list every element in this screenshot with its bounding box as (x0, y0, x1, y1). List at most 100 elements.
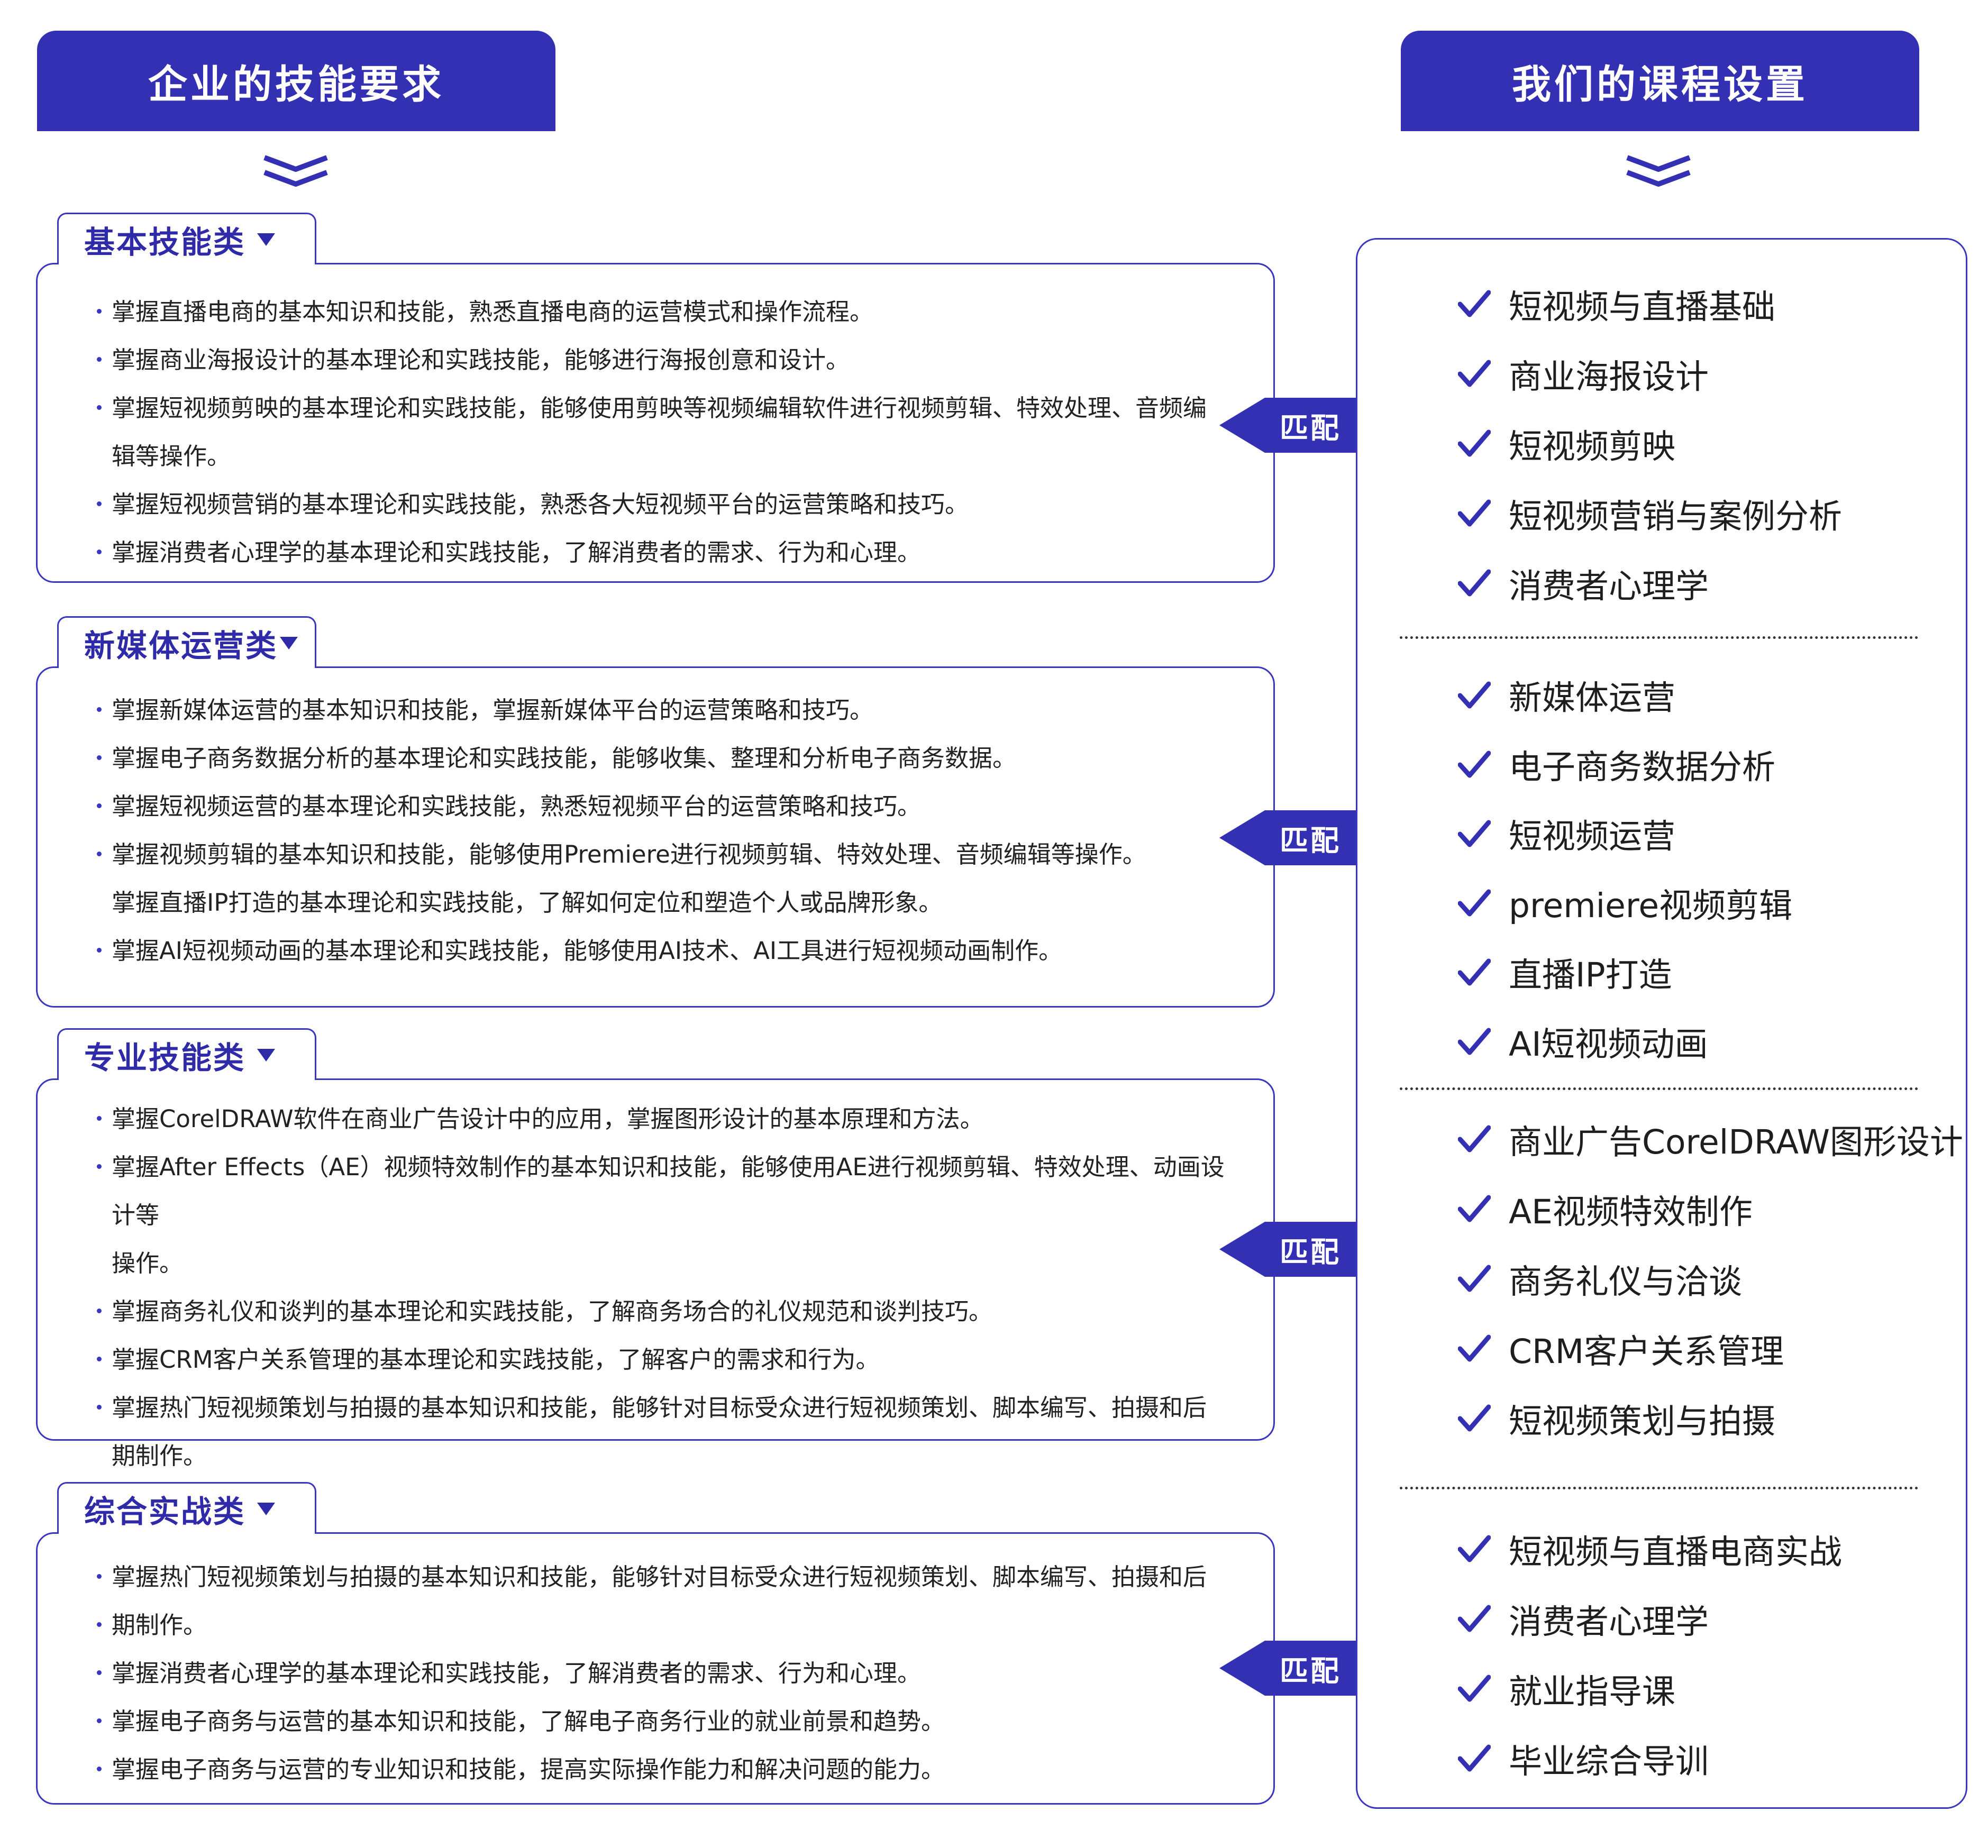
arrow-left-icon (1219, 1641, 1265, 1696)
course-item: AE视频特效制作 (1357, 1174, 1966, 1244)
course-item: 商业广告CorelDRAW图形设计 (1357, 1104, 1966, 1174)
list-item: 掌握CRM客户关系管理的基本理论和实践技能，了解客户的需求和行为。 (75, 1335, 1226, 1384)
check-icon (1458, 751, 1491, 778)
section-box-new-media: 掌握新媒体运营的基本知识和技能，掌握新媒体平台的运营策略和技巧。 掌握电子商务数… (36, 666, 1275, 1008)
list-item: 掌握短视频剪映的基本理论和实践技能，能够使用剪映等视频编辑软件进行视频剪辑、特效… (75, 384, 1226, 432)
course-group-comprehensive: 短视频与直播电商实战 消费者心理学 就业指导课 毕业综合导训 (1357, 1514, 1966, 1794)
list-item: 掌握AI短视频动画的基本理论和实践技能，能够使用AI技术、AI工具进行短视频动画… (75, 927, 1226, 975)
list-item: 期制作。 (112, 1442, 207, 1470)
dotted-divider (1400, 1087, 1918, 1090)
course-item: 毕业综合导训 (1357, 1724, 1966, 1794)
course-item: 就业指导课 (1357, 1654, 1966, 1724)
match-label: 匹配 (1265, 398, 1356, 453)
list-item: 辑等操作。 (112, 442, 231, 470)
course-item: AI短视频动画 (1357, 1007, 1966, 1076)
check-icon (1458, 1605, 1491, 1632)
list-item: 掌握热门短视频策划与拍摄的基本知识和技能，能够针对目标受众进行短视频策划、脚本编… (75, 1384, 1226, 1432)
header-right: 我们的课程设置 (1401, 31, 1919, 131)
check-icon (1458, 499, 1491, 527)
section-tab-comprehensive: 综合实战类 (57, 1482, 316, 1534)
list-item: 掌握电子商务数据分析的基本理论和实践技能，能够收集、整理和分析电子商务数据。 (75, 734, 1226, 782)
course-group-basic: 短视频与直播基础 商业海报设计 短视频剪映 短视频营销与案例分析 消费者心理学 (1357, 269, 1966, 618)
check-icon (1458, 569, 1491, 597)
list-item: 操作。 (112, 1249, 184, 1277)
list-item: 掌握直播IP打造的基本理论和实践技能，了解如何定位和塑造个人或品牌形象。 (112, 889, 943, 917)
section-tab-basic: 基本技能类 (57, 213, 316, 264)
check-icon (1458, 1535, 1491, 1562)
check-icon (1458, 1404, 1491, 1432)
section-box-basic: 掌握直播电商的基本知识和技能，熟悉直播电商的运营模式和操作流程。 掌握商业海报设… (36, 263, 1275, 583)
section-title: 新媒体运营类 (84, 627, 278, 664)
dotted-divider (1400, 636, 1918, 639)
triangle-down-icon (257, 1502, 276, 1515)
match-label: 匹配 (1265, 1641, 1356, 1696)
list-item: 掌握短视频运营的基本理论和实践技能，熟悉短视频平台的运营策略和技巧。 (75, 782, 1226, 830)
list-item: 掌握商务礼仪和谈判的基本理论和实践技能，了解商务场合的礼仪规范和谈判技巧。 (75, 1287, 1226, 1335)
list-item: 掌握消费者心理学的基本理论和实践技能，了解消费者的需求、行为和心理。 (75, 1649, 1226, 1697)
course-group-professional: 商业广告CorelDRAW图形设计 AE视频特效制作 商务礼仪与洽谈 CRM客户… (1357, 1104, 1966, 1453)
course-item: 电子商务数据分析 (1357, 730, 1966, 799)
course-item: 短视频策划与拍摄 (1357, 1384, 1966, 1453)
list-item: 掌握热门短视频策划与拍摄的基本知识和技能，能够针对目标受众进行短视频策划、脚本编… (75, 1553, 1226, 1601)
course-item: 消费者心理学 (1357, 548, 1966, 618)
list-item: 掌握商业海报设计的基本理论和实践技能，能够进行海报创意和设计。 (75, 336, 1226, 384)
list-item: 掌握直播电商的基本知识和技能，熟悉直播电商的运营模式和操作流程。 (75, 288, 1226, 336)
list-item: 掌握After Effects（AE）视频特效制作的基本知识和技能，能够使用AE… (75, 1143, 1226, 1239)
list-item: 掌握电子商务与运营的基本知识和技能，了解电子商务行业的就业前景和趋势。 (75, 1697, 1226, 1745)
check-icon (1458, 429, 1491, 457)
course-item: 消费者心理学 (1357, 1584, 1966, 1654)
course-group-new-media: 新媒体运营 电子商务数据分析 短视频运营 premiere视频剪辑 直播IP打造… (1357, 661, 1966, 1076)
course-item: 短视频与直播电商实战 (1357, 1514, 1966, 1584)
check-icon (1458, 1265, 1491, 1292)
match-badge: 匹配 (1219, 810, 1356, 865)
section-title: 基本技能类 (84, 224, 246, 260)
match-badge: 匹配 (1219, 1641, 1356, 1696)
check-icon (1458, 1744, 1491, 1772)
course-item: 短视频剪映 (1357, 409, 1966, 479)
section-title: 综合实战类 (84, 1493, 246, 1530)
list-item: 掌握电子商务与运营的专业知识和技能，提高实际操作能力和解决问题的能力。 (75, 1745, 1226, 1794)
triangle-down-icon (257, 233, 276, 246)
list-item: 掌握消费者心理学的基本理论和实践技能，了解消费者的需求、行为和心理。 (75, 528, 1226, 577)
match-label: 匹配 (1265, 1222, 1356, 1277)
course-panel: 短视频与直播基础 商业海报设计 短视频剪映 短视频营销与案例分析 消费者心理学 … (1356, 238, 1967, 1809)
check-icon (1458, 1195, 1491, 1222)
arrow-left-icon (1219, 1222, 1265, 1277)
list-item: 期制作。 (75, 1601, 1226, 1649)
check-icon (1458, 1028, 1491, 1055)
course-item: premiere视频剪辑 (1357, 868, 1966, 938)
section-box-professional: 掌握CorelDRAW软件在商业广告设计中的应用，掌握图形设计的基本原理和方法。… (36, 1078, 1275, 1470)
course-item: 商业海报设计 (1357, 339, 1966, 409)
section-box-comprehensive: 掌握热门短视频策划与拍摄的基本知识和技能，能够针对目标受众进行短视频策划、脚本编… (36, 1532, 1275, 1805)
course-item: 新媒体运营 (1357, 661, 1966, 730)
list-item: 掌握新媒体运营的基本知识和技能，掌握新媒体平台的运营策略和技巧。 (75, 686, 1226, 734)
course-item: CRM客户关系管理 (1357, 1314, 1966, 1384)
check-icon (1458, 820, 1491, 847)
section-tab-new-media: 新媒体运营类 (57, 616, 316, 668)
triangle-down-icon (280, 636, 298, 649)
check-icon (1458, 1125, 1491, 1152)
section-title: 专业技能类 (84, 1039, 246, 1076)
check-icon (1458, 1675, 1491, 1702)
check-icon (1458, 681, 1491, 709)
arrow-left-icon (1219, 398, 1265, 453)
double-chevron-down-icon (263, 155, 328, 187)
list-item: 掌握视频剪辑的基本知识和技能，能够使用Premiere进行视频剪辑、特效处理、音… (75, 830, 1226, 879)
dotted-divider (1400, 1487, 1918, 1489)
double-chevron-down-icon (1626, 155, 1691, 187)
course-item: 短视频与直播基础 (1357, 269, 1966, 339)
check-icon (1458, 1334, 1491, 1362)
check-icon (1458, 889, 1491, 917)
match-label: 匹配 (1265, 810, 1356, 865)
arrow-left-icon (1219, 810, 1265, 865)
match-badge: 匹配 (1219, 1222, 1356, 1277)
course-item: 商务礼仪与洽谈 (1357, 1244, 1966, 1314)
check-icon (1458, 360, 1491, 387)
course-item: 直播IP打造 (1357, 938, 1966, 1007)
list-item: 掌握CorelDRAW软件在商业广告设计中的应用，掌握图形设计的基本原理和方法。 (75, 1095, 1226, 1143)
triangle-down-icon (257, 1048, 276, 1062)
course-item: 短视频运营 (1357, 799, 1966, 868)
check-icon (1458, 290, 1491, 317)
match-badge: 匹配 (1219, 398, 1356, 453)
header-left: 企业的技能要求 (37, 31, 555, 131)
